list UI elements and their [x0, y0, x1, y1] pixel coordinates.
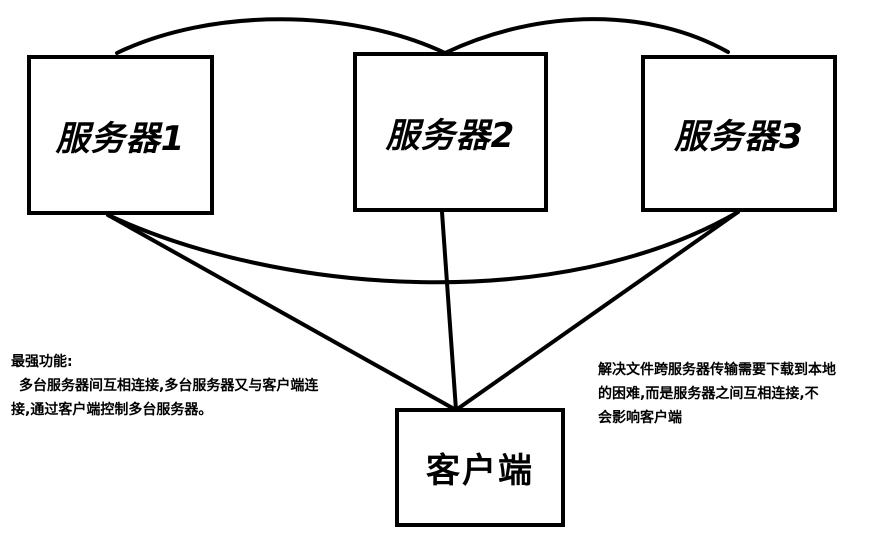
right-note-line: 会影响客户端	[598, 410, 682, 426]
edge-server1-server3	[106, 210, 740, 285]
client-label: 客户端	[426, 451, 534, 491]
client-box: 客户端	[395, 408, 565, 527]
left-note-line: 多台服务器间互相连接,多台服务器又与客户端连	[19, 378, 319, 394]
right-note-line: 解决文件跨服务器传输需要下载到本地	[598, 362, 836, 378]
right-note-line: 的困难,而是服务器之间互相连接,不	[598, 386, 819, 402]
edge-server1-server2	[115, 17, 447, 55]
left-note-title: 最强功能:	[11, 354, 73, 370]
server-2-label: 服务器2	[385, 115, 516, 156]
left-note: 最强功能: 多台服务器间互相连接,多台服务器又与客户端连 接,通过客户端控制多台…	[11, 350, 318, 422]
edge-server2-server3	[443, 17, 730, 55]
server-3-label: 服务器3	[674, 117, 804, 157]
edge-server2-client	[440, 210, 458, 412]
server-3-box: 服务器3	[641, 55, 837, 212]
server-1-label: 服务器1	[55, 118, 186, 159]
edge-server3-client	[454, 210, 740, 412]
edge-server1-client	[106, 213, 458, 412]
server-1-box: 服务器1	[27, 55, 214, 215]
left-note-line: 接,通过客户端控制多台服务器。	[11, 402, 213, 418]
right-note: 解决文件跨服务器传输需要下载到本地 的困难,而是服务器之间互相连接,不 会影响客…	[598, 358, 836, 430]
server-2-box: 服务器2	[353, 52, 548, 212]
